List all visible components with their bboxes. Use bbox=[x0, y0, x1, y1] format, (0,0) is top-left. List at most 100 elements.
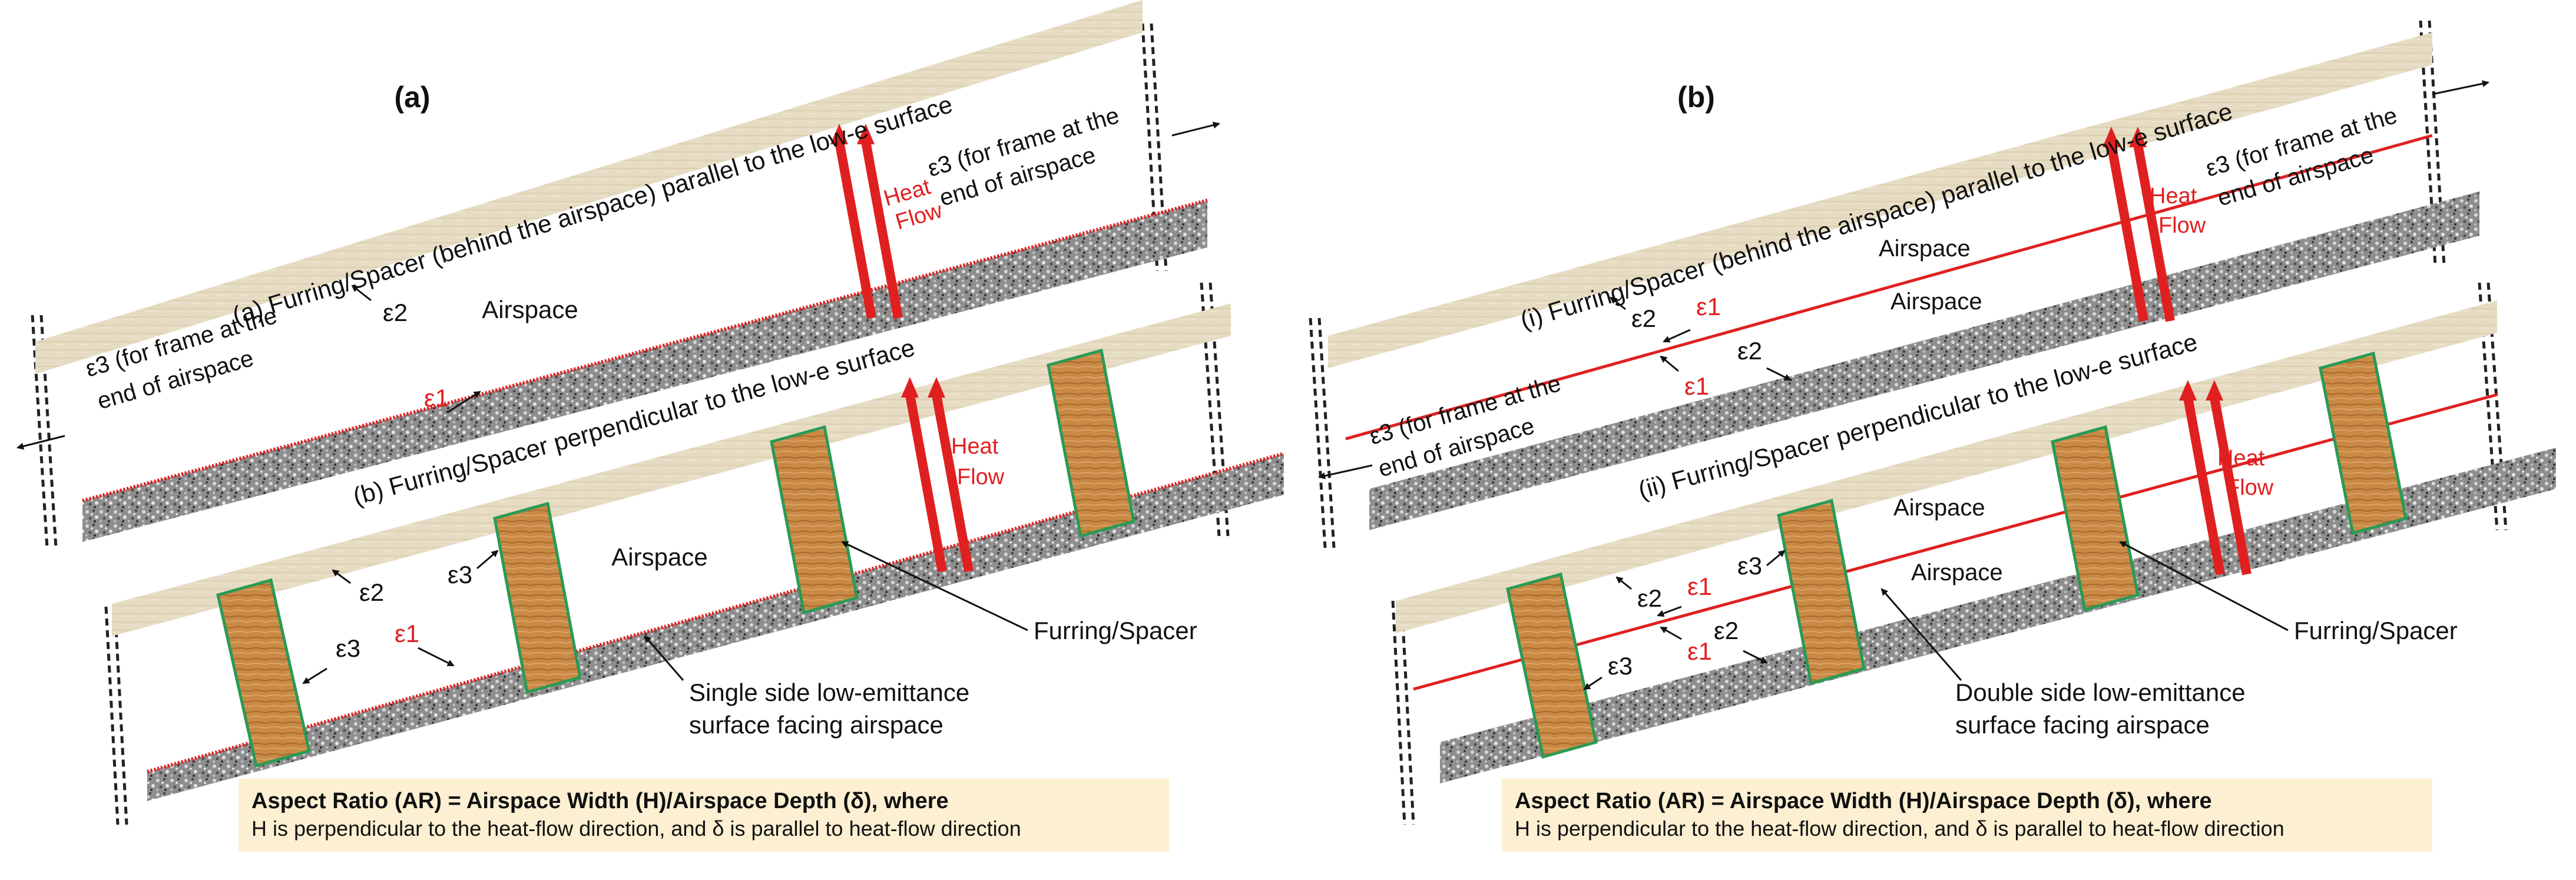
panel-b-e1-b2: ε1 bbox=[1687, 637, 1712, 665]
panel-a-heat-arrow-top-left bbox=[835, 140, 876, 319]
panel-b-heat-arrow-bottom-left bbox=[2183, 396, 2225, 575]
panel-a-heat-arrow-bottom-left bbox=[905, 393, 947, 573]
panel-b-heat-top: Heat bbox=[2150, 184, 2197, 209]
panel-a-title: (a) bbox=[394, 81, 430, 114]
panel-b-e3-b1-arrow bbox=[1766, 550, 1786, 567]
panel-b: (b) bbox=[1309, 20, 2556, 825]
panel-b-e3-b2-arrow bbox=[1583, 676, 1602, 690]
panel-a-caption-line2: H is perpendicular to the heat-flow dire… bbox=[251, 816, 1021, 841]
panel-a-e2-bottom: ε2 bbox=[359, 578, 384, 606]
panel-b-heat-arrow-top-left bbox=[2107, 143, 2148, 322]
panel-a-top-furring-strip bbox=[35, 0, 1143, 374]
panel-b-bottom-concrete bbox=[1440, 448, 2556, 783]
panel-a-surface-arrow bbox=[644, 635, 684, 681]
panel-b-flow-top: Flow bbox=[2158, 213, 2206, 238]
panel-b-furring-label: Furring/Spacer bbox=[2294, 617, 2458, 644]
panel-a-e1-bottom: ε1 bbox=[395, 620, 419, 647]
panel-a-heat-arrowhead bbox=[830, 124, 848, 144]
panel-b-top-low-e-film bbox=[1345, 134, 2433, 441]
panel-b-e2-t1: ε2 bbox=[1631, 305, 1656, 332]
panel-b-heat-arrow-top-right bbox=[2133, 143, 2175, 322]
panel-a-heat-arrows bbox=[830, 124, 974, 573]
panel-a-furring-label: Furring/Spacer bbox=[1034, 617, 1197, 644]
panel-b-e1-t2-arrow bbox=[1660, 355, 1679, 372]
panel-b-airspace-4: Airspace bbox=[1911, 560, 2003, 585]
panel-a-top-concrete bbox=[82, 200, 1207, 542]
panel-a-spacer-2 bbox=[493, 501, 582, 694]
panel-a-top-layer-label: (a) Furring/Spacer (behind the airspace)… bbox=[229, 90, 955, 329]
panel-b-heat-bottom: Heat bbox=[2217, 446, 2265, 471]
panel-b-caption: Aspect Ratio (AR) = Airspace Width (H)/A… bbox=[1502, 779, 2432, 852]
panel-b-surface-line2: surface facing airspace bbox=[1955, 711, 2210, 739]
panel-b-heat-arrowhead bbox=[2129, 127, 2147, 147]
panel-b-top-furring-strip bbox=[1328, 32, 2432, 368]
panel-a-caption: Aspect Ratio (AR) = Airspace Width (H)/A… bbox=[239, 779, 1169, 852]
panel-a-bottom-concrete bbox=[147, 454, 1284, 801]
panel-a-heat-arrow-bottom-right bbox=[932, 393, 974, 573]
panel-a-surface-line2: surface facing airspace bbox=[689, 711, 943, 739]
panel-a-spacer-3 bbox=[770, 425, 859, 615]
panel-b-heat-arrowhead bbox=[2206, 380, 2223, 401]
panel-a-e1-top-arrow bbox=[447, 391, 481, 413]
panel-b-caption-line1: Aspect Ratio (AR) = Airspace Width (H)/A… bbox=[1515, 789, 2212, 813]
panel-a-furring-arrow bbox=[841, 541, 1028, 631]
panel-b-bottom-furring-strip bbox=[1396, 300, 2497, 633]
panel-b-e1-b1: ε1 bbox=[1687, 573, 1712, 600]
panel-b-e3-b1: ε3 bbox=[1737, 552, 1762, 580]
panel-b-spacer-4 bbox=[2319, 351, 2408, 535]
panel-a-airspace-top: Airspace bbox=[482, 296, 578, 323]
panel-a-e3-left-arrow bbox=[16, 435, 65, 450]
panel-b-title: (b) bbox=[1677, 81, 1715, 114]
panel-b-airspace-3: Airspace bbox=[1893, 495, 1985, 521]
panel-a-caption-line1: Aspect Ratio (AR) = Airspace Width (H)/A… bbox=[251, 789, 949, 813]
panel-a-e1-top: ε1 bbox=[424, 384, 449, 412]
panel-a-flow-bottom: Flow bbox=[957, 465, 1005, 489]
panel-a-surface-line1: Single side low-emittance bbox=[689, 679, 969, 706]
panel-b-e2-t1-arrow bbox=[1610, 296, 1626, 310]
panel-b-spacer-3 bbox=[2051, 425, 2140, 612]
panel-b-surface-line1: Double side low-emittance bbox=[1955, 679, 2246, 706]
panel-a-bottom-furring-strip bbox=[112, 303, 1231, 636]
panel-b-heat-arrowhead bbox=[2179, 380, 2197, 401]
panel-b-e2-b1-arrow bbox=[1615, 576, 1632, 590]
panel-b-heat-arrowhead bbox=[2102, 127, 2120, 147]
panel-a-spacer-4 bbox=[1047, 348, 1135, 538]
panel-b-furring-arrow bbox=[2119, 541, 2289, 631]
panel-a-heat-bottom: Heat bbox=[951, 434, 999, 459]
panel-b-e3-left-arrow bbox=[1318, 464, 1373, 479]
panel-b-e1-t1: ε1 bbox=[1696, 293, 1721, 320]
panel-b-bottom-low-e-film bbox=[1413, 393, 2498, 691]
panel-b-spacer-1 bbox=[1506, 572, 1598, 759]
panel-b-e3-b2: ε3 bbox=[1608, 652, 1633, 680]
panel-b-heat-arrow-bottom-right bbox=[2210, 396, 2251, 575]
panel-a-e1-bottom-arrow bbox=[418, 647, 455, 667]
panel-b-e1-t1-arrow bbox=[1663, 329, 1691, 343]
panel-b-airspace-2: Airspace bbox=[1890, 289, 1982, 315]
panel-b-heat-arrows bbox=[2102, 127, 2251, 575]
panel-b-e2-b2: ε2 bbox=[1714, 617, 1739, 644]
panel-a-heat-arrowhead bbox=[928, 377, 945, 398]
panel-a-e3-top-arrow bbox=[1171, 121, 1220, 137]
panel-a-e3-b1: ε3 bbox=[448, 561, 472, 588]
panel-a-spacers bbox=[216, 348, 1135, 768]
panel-a-e2-bottom-arrow bbox=[332, 569, 351, 584]
panel-b-e2-b2-arrow bbox=[1743, 650, 1768, 664]
panel-a-e2-top: ε2 bbox=[383, 299, 408, 326]
panel-b-e1-b1-arrow bbox=[1657, 606, 1682, 617]
panel-b-airspace-1: Airspace bbox=[1879, 236, 1971, 262]
panel-a-e2-top-arrow bbox=[351, 284, 372, 302]
panel-b-top-concrete bbox=[1369, 191, 2479, 530]
panel-b-surface-arrow bbox=[1880, 588, 1962, 681]
panel-b-spacers bbox=[1506, 351, 2408, 759]
panel-b-e2-b1: ε2 bbox=[1637, 584, 1662, 612]
panel-b-e3-top-arrow bbox=[2432, 80, 2489, 95]
panel-a: (a) bbox=[16, 0, 1284, 825]
panel-b-spacer-2 bbox=[1777, 498, 1866, 686]
panel-a-e3-b1-arrow bbox=[476, 550, 499, 570]
panel-b-e1-b2-arrow bbox=[1660, 626, 1682, 640]
panel-a-heat-arrowhead bbox=[901, 377, 919, 398]
panel-b-e2-t2: ε2 bbox=[1737, 337, 1762, 365]
panel-a-airspace-bottom: Airspace bbox=[611, 543, 707, 571]
panel-a-e3-b2-arrow bbox=[302, 667, 327, 684]
